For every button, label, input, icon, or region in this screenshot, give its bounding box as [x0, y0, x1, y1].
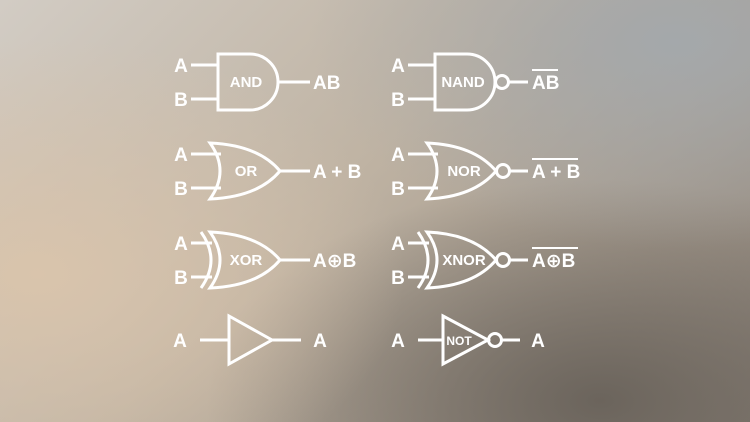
nand-input-a-label: A [391, 56, 405, 77]
xnor-gate-label: XNOR [442, 252, 486, 269]
xor-gate: A B XOR A⊕B [174, 230, 356, 290]
and-input-b-label: B [174, 90, 188, 111]
nand-gate-label: NAND [441, 74, 484, 91]
nand-inversion-bubble [494, 74, 510, 90]
xnor-input-b-label: B [391, 268, 405, 289]
and-input-a-label: A [174, 56, 188, 77]
and-gate-body [216, 52, 280, 112]
or-gate: A B OR A + B [174, 141, 361, 201]
buffer-gate: A A [173, 313, 327, 367]
xor-gate-label: XOR [230, 252, 263, 269]
xnor-gate: A B XNOR A⊕B [391, 230, 578, 290]
not-input-label: A [391, 331, 405, 352]
nand-input-b-label: B [391, 90, 405, 111]
not-inversion-bubble [487, 332, 503, 348]
xor-output-label: A⊕B [313, 251, 356, 272]
nor-inversion-bubble [495, 163, 511, 179]
or-gate-body [206, 141, 282, 201]
xnor-extra-curve [416, 231, 430, 289]
nor-output-label: A + B [532, 162, 580, 183]
xnor-gate-body [423, 230, 498, 290]
nor-input-b-label: B [391, 179, 405, 200]
not-gate: A NOT A [391, 313, 545, 367]
and-gate-label: AND [230, 74, 263, 91]
or-output-label: A + B [313, 162, 361, 183]
xnor-inversion-bubble [495, 252, 511, 268]
xor-gate-body [206, 230, 282, 290]
xor-input-b-label: B [174, 268, 188, 289]
nor-gate-label: NOR [447, 163, 481, 180]
or-input-a-label: A [174, 145, 188, 166]
xnor-input-a-label: A [391, 234, 405, 255]
not-output-label: A [531, 331, 545, 352]
or-input-b-label: B [174, 179, 188, 200]
buffer-input-label: A [173, 331, 187, 352]
buffer-gate-body [227, 313, 276, 367]
nand-output-label: AB [532, 73, 559, 94]
nor-input-a-label: A [391, 145, 405, 166]
xnor-output-label: A⊕B [532, 251, 575, 272]
xor-extra-curve [199, 231, 213, 289]
nand-gate: A B NAND AB [391, 52, 559, 112]
or-gate-label: OR [235, 163, 258, 180]
not-gate-label: NOT [446, 334, 472, 348]
and-gate: A B AND AB [174, 52, 340, 112]
and-output-label: AB [313, 73, 340, 94]
xor-input-a-label: A [174, 234, 188, 255]
buffer-output-label: A [313, 331, 327, 352]
nor-gate-body [423, 141, 498, 201]
nor-gate: A B NOR A + B [391, 141, 580, 201]
not-gate-body [441, 313, 492, 367]
